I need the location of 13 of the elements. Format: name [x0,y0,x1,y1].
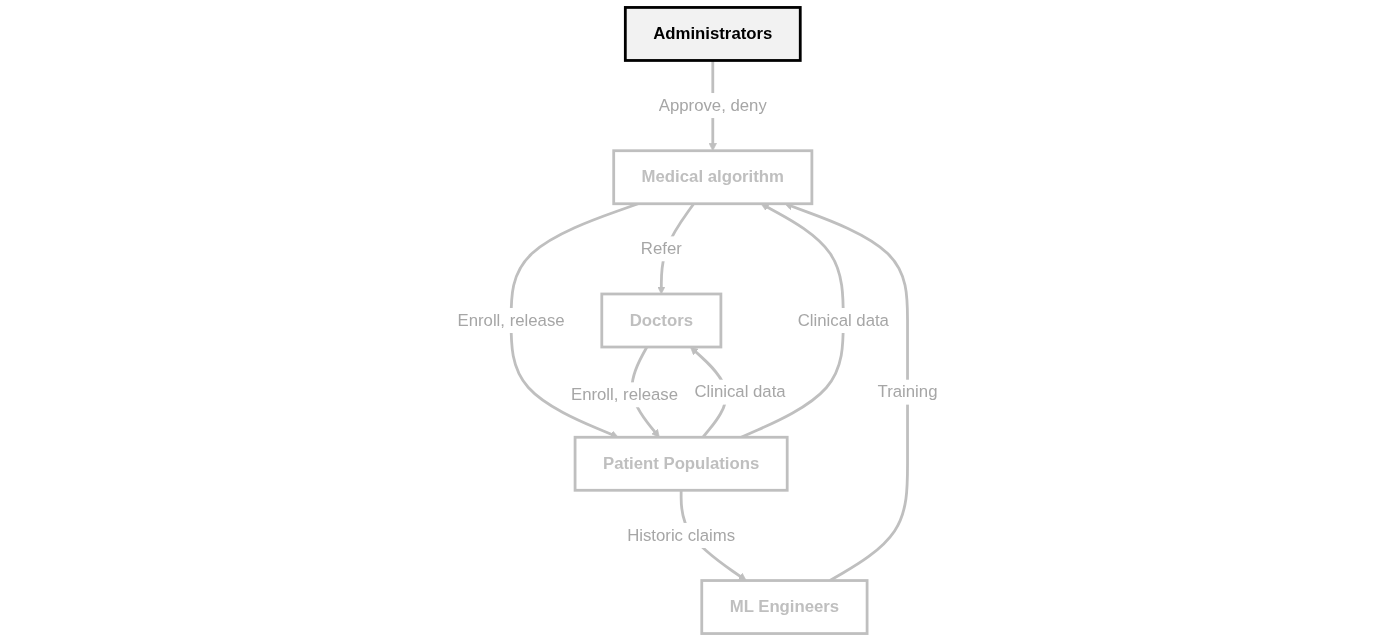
edge-label: Enroll, release [457,310,565,330]
edge-label: Enroll, release [570,385,679,404]
edge-label: Clinical data [797,310,889,330]
node-box: Administrators [623,6,802,62]
node-box: Medical algorithm [612,149,814,206]
edge-label: Clinical data [694,382,786,401]
node-box: ML Engineers [700,579,869,635]
node-box: Doctors [600,292,723,349]
edge-label: Approve, deny [658,95,767,115]
node-box: Patient Populations [573,435,789,492]
edge-label: Historic claims [627,525,736,545]
edge-label: Refer [640,239,682,258]
edge-label: Training [877,382,938,401]
